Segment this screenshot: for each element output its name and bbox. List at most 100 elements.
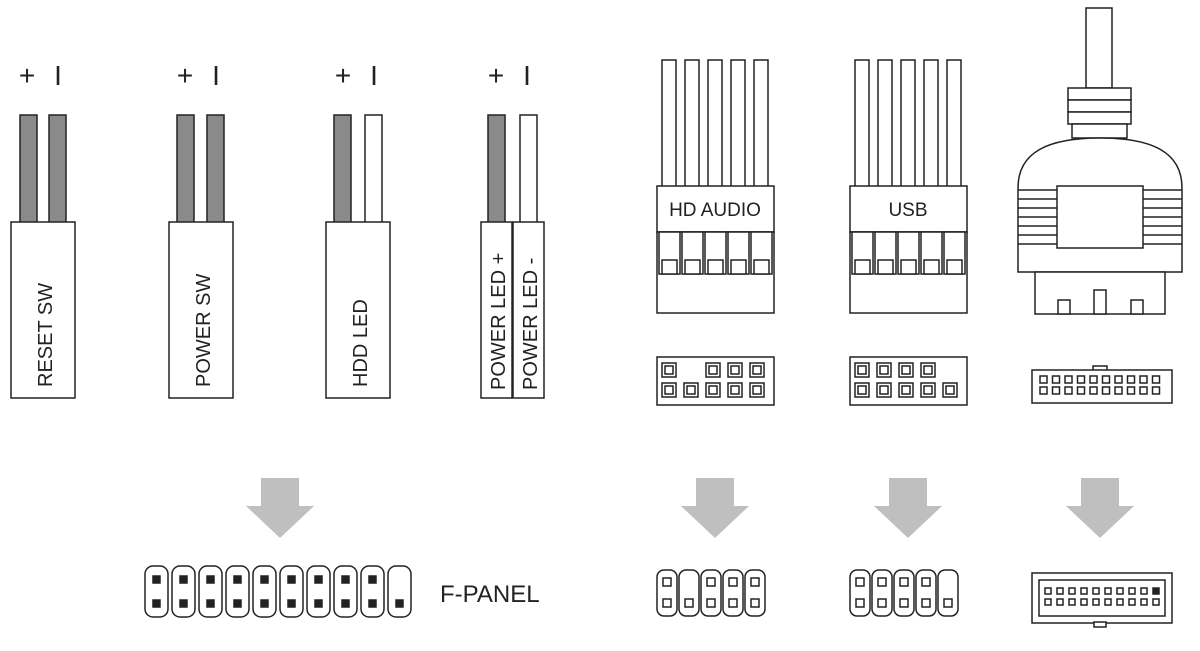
usb3-header-pin bbox=[1080, 598, 1088, 606]
f-panel-pin bbox=[314, 575, 323, 584]
usb-face-hole-inner bbox=[879, 385, 889, 395]
f-panel-pin bbox=[287, 575, 296, 584]
usb-pin-cell-window bbox=[900, 259, 917, 275]
usb3-header-pin bbox=[1056, 587, 1064, 595]
power-led-wire-plus bbox=[487, 114, 506, 224]
usb3-header-inner bbox=[1038, 579, 1166, 617]
usb-header-column bbox=[871, 569, 893, 617]
usb-face-hole-inner bbox=[901, 365, 911, 375]
usb3-plug-face bbox=[1031, 365, 1173, 404]
usb3-latch-left bbox=[1057, 299, 1071, 315]
power-sw-wire-minus bbox=[206, 114, 225, 224]
usb3-header-pin bbox=[1092, 598, 1100, 606]
usb3-ring-2 bbox=[1067, 99, 1132, 113]
reset-sw-wire-minus bbox=[48, 114, 67, 224]
power-led-connector: POWER LED + POWER LED - bbox=[480, 114, 545, 399]
polarity-markers: + I + I + I + I bbox=[19, 60, 531, 91]
hd-audio-header-pin bbox=[662, 577, 672, 587]
usb3-header-pin bbox=[1140, 587, 1148, 595]
f-panel-label: F-PANEL bbox=[440, 581, 540, 608]
hd-audio-header-pin bbox=[706, 577, 716, 587]
hd-audio-header-pin bbox=[684, 598, 694, 608]
hd-audio-pin-cell-window bbox=[730, 259, 747, 275]
f-panel-pin bbox=[341, 575, 350, 584]
usb-header-pin bbox=[943, 598, 953, 608]
arrow-down-usb3 bbox=[1066, 478, 1134, 538]
polarity-plus-powerled: + bbox=[488, 60, 504, 91]
usb3-face-hole bbox=[1051, 386, 1061, 395]
f-panel-pin bbox=[206, 575, 215, 584]
usb3-face-hole bbox=[1114, 375, 1123, 384]
usb3-header-pin bbox=[1128, 598, 1136, 606]
usb-wire bbox=[946, 59, 962, 188]
hd-audio-header-pin bbox=[750, 598, 760, 608]
usb3-header-pin bbox=[1152, 598, 1160, 606]
hd-audio-header-column bbox=[700, 569, 722, 617]
f-panel-pin bbox=[260, 575, 269, 584]
hd-audio-connector: HD AUDIO bbox=[656, 59, 775, 314]
usb3-face-hole bbox=[1114, 386, 1123, 395]
polarity-plus-power: + bbox=[177, 60, 193, 91]
usb3-face-hole bbox=[1039, 375, 1048, 384]
power-sw-connector: POWER SW bbox=[168, 114, 234, 399]
polarity-minus-reset: I bbox=[54, 60, 62, 91]
usb3-face-hole bbox=[1064, 386, 1073, 395]
usb3-face-hole bbox=[1126, 386, 1136, 395]
usb3-face-hole bbox=[1064, 375, 1073, 384]
usb-wires bbox=[854, 59, 962, 188]
usb3-header-pin bbox=[1056, 598, 1064, 606]
usb-header-pin bbox=[855, 598, 865, 608]
usb3-header-pin bbox=[1044, 598, 1052, 606]
f-panel-pin-column bbox=[387, 565, 412, 618]
usb3-header-pin bbox=[1104, 587, 1112, 595]
hdd-led-wire-minus bbox=[364, 114, 383, 224]
f-panel-pin-column bbox=[279, 565, 304, 618]
polarity-minus-power: I bbox=[212, 60, 220, 91]
f-panel-pin-column bbox=[360, 565, 385, 618]
usb3-ring-3 bbox=[1067, 111, 1132, 125]
usb3-header-pin bbox=[1080, 587, 1088, 595]
usb3-header-pin bbox=[1104, 598, 1112, 606]
usb3-header-pin bbox=[1140, 598, 1148, 606]
usb-wire bbox=[854, 59, 870, 188]
f-panel-pin bbox=[152, 599, 161, 608]
reset-sw-connector: RESET SW bbox=[10, 114, 76, 399]
f-panel-pin bbox=[233, 575, 242, 584]
usb-header-pin bbox=[855, 577, 865, 587]
usb3-header-pin bbox=[1116, 598, 1124, 606]
reset-sw-wire-plus bbox=[19, 114, 38, 224]
f-panel-header bbox=[144, 565, 412, 618]
usb-pin-cells bbox=[851, 231, 966, 275]
f-panel-pin-column bbox=[225, 565, 250, 618]
usb-header-column bbox=[915, 569, 937, 617]
usb-wire bbox=[900, 59, 916, 188]
usb-label: USB bbox=[888, 200, 927, 221]
usb3-face-hole bbox=[1151, 386, 1161, 395]
hd-audio-face-hole-inner bbox=[664, 385, 674, 395]
usb3-neck bbox=[1071, 123, 1128, 139]
usb3-latch-center bbox=[1093, 289, 1107, 315]
arrow-down-f-panel bbox=[246, 478, 314, 538]
f-panel-pin bbox=[314, 599, 323, 608]
hd-audio-pin-cells bbox=[658, 231, 773, 275]
hd-audio-header-pin bbox=[728, 598, 738, 608]
usb3-face-hole bbox=[1139, 375, 1148, 384]
f-panel-pin-column bbox=[144, 565, 169, 618]
hd-audio-header-column bbox=[678, 569, 700, 617]
usb3-ring-1 bbox=[1067, 87, 1132, 101]
f-panel-pin bbox=[179, 599, 188, 608]
hd-audio-wire bbox=[684, 59, 700, 188]
usb-header-pin bbox=[899, 577, 909, 587]
hd-audio-pin-cell-window bbox=[661, 259, 678, 275]
power-led-plug-plus bbox=[480, 221, 513, 399]
usb3-connector bbox=[1017, 7, 1183, 315]
hd-audio-face-hole-inner bbox=[664, 365, 674, 375]
hd-audio-header bbox=[656, 569, 766, 617]
power-sw-plug bbox=[168, 221, 234, 399]
usb3-face-hole bbox=[1076, 375, 1086, 384]
usb-header-column bbox=[849, 569, 871, 617]
f-panel-pin bbox=[395, 599, 404, 608]
hd-audio-header-column bbox=[656, 569, 678, 617]
hd-audio-wire bbox=[753, 59, 769, 188]
